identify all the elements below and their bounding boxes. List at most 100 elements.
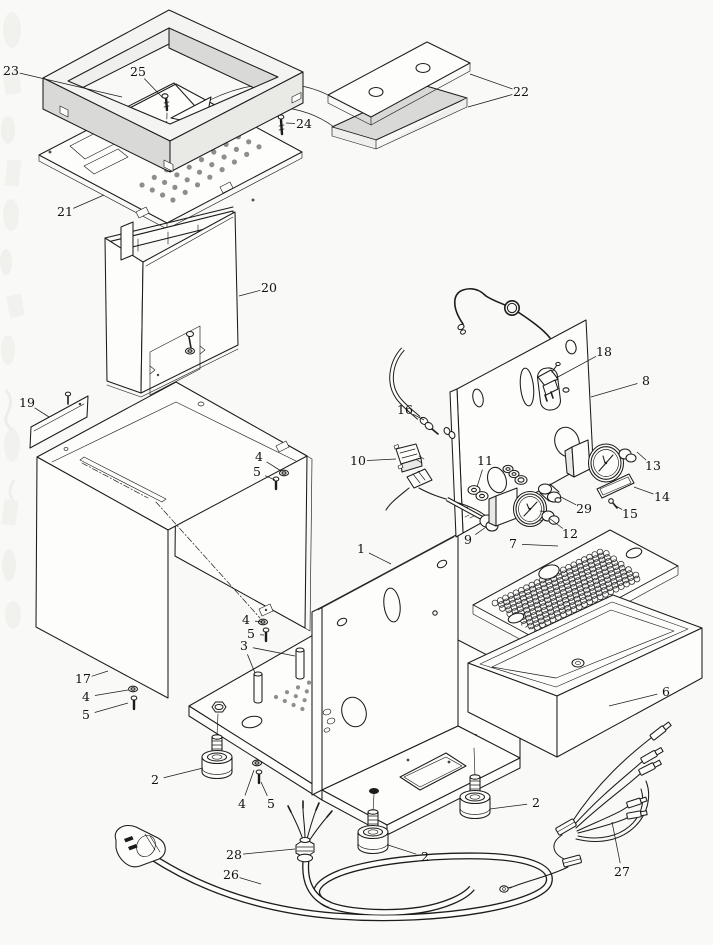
hole bbox=[174, 172, 180, 178]
hole bbox=[524, 588, 531, 595]
hole bbox=[513, 593, 521, 601]
hole bbox=[306, 680, 312, 685]
leader-line-3 bbox=[252, 647, 296, 657]
hole bbox=[517, 586, 525, 594]
hole bbox=[551, 601, 559, 609]
hole bbox=[170, 197, 176, 203]
part-label-9: 9 bbox=[464, 532, 472, 547]
hole bbox=[559, 607, 566, 614]
hole bbox=[587, 557, 594, 565]
leader-line-1 bbox=[368, 552, 392, 565]
hole bbox=[605, 558, 612, 565]
part-17-housing-shell bbox=[35, 381, 313, 699]
hw-pair-top bbox=[272, 469, 290, 491]
hole bbox=[626, 570, 633, 577]
leader-line-2 bbox=[387, 844, 417, 855]
hole bbox=[529, 585, 537, 593]
hole bbox=[572, 591, 580, 599]
hole bbox=[512, 589, 520, 597]
hole bbox=[139, 182, 145, 188]
leader-line-14 bbox=[633, 486, 654, 495]
hole bbox=[531, 616, 539, 623]
hole bbox=[550, 598, 558, 605]
hole bbox=[540, 603, 547, 610]
hole bbox=[273, 694, 279, 700]
part-label-11: 11 bbox=[477, 453, 493, 468]
hole bbox=[509, 599, 517, 607]
hole bbox=[574, 599, 582, 607]
hole bbox=[617, 560, 625, 568]
part-label-10: 10 bbox=[350, 453, 366, 468]
hole bbox=[194, 182, 201, 188]
part-label-29: 29 bbox=[576, 501, 592, 516]
watermark bbox=[0, 12, 25, 629]
hole bbox=[597, 552, 605, 560]
hole bbox=[551, 579, 559, 587]
hole bbox=[632, 571, 640, 579]
part-19-rear-plate bbox=[29, 391, 89, 449]
part-label-18: 18 bbox=[596, 344, 612, 359]
hole bbox=[231, 159, 237, 165]
part-2-feet bbox=[201, 713, 491, 854]
hole bbox=[524, 610, 531, 618]
hole bbox=[526, 596, 533, 603]
leader-line-4 bbox=[94, 689, 129, 696]
hole bbox=[628, 578, 636, 585]
hole bbox=[591, 573, 599, 581]
part-label-28: 28 bbox=[226, 847, 242, 862]
hole bbox=[605, 580, 612, 588]
hole bbox=[536, 591, 544, 598]
hole bbox=[560, 611, 567, 618]
part-label-7: 7 bbox=[509, 536, 517, 551]
hole bbox=[590, 592, 598, 599]
hole bbox=[502, 594, 509, 602]
leader-line-24 bbox=[285, 122, 296, 124]
hole bbox=[591, 551, 599, 558]
hole bbox=[556, 577, 564, 584]
leader-line-15 bbox=[613, 504, 623, 510]
hole bbox=[151, 174, 157, 180]
hole bbox=[520, 594, 527, 602]
leader-line-4 bbox=[244, 769, 255, 796]
hole bbox=[522, 602, 529, 610]
hole bbox=[496, 597, 504, 604]
hole bbox=[284, 690, 290, 695]
hw-pair-bottom bbox=[251, 759, 263, 785]
part-22-cover-plates bbox=[327, 41, 471, 150]
part-label-5: 5 bbox=[267, 796, 275, 811]
hole bbox=[515, 601, 523, 608]
hole bbox=[617, 583, 625, 590]
leader-line-22 bbox=[467, 94, 513, 108]
hole bbox=[533, 601, 541, 609]
leader-line-5 bbox=[260, 781, 268, 796]
hole bbox=[572, 569, 580, 576]
hole bbox=[184, 177, 190, 183]
hole bbox=[534, 605, 542, 613]
hole bbox=[552, 583, 560, 591]
part-7-drip-grid bbox=[472, 529, 679, 651]
part-label-5: 5 bbox=[82, 707, 90, 722]
hole bbox=[584, 568, 591, 575]
leader-line-28 bbox=[242, 848, 296, 855]
hole bbox=[532, 620, 540, 627]
hole bbox=[491, 599, 499, 607]
hole bbox=[570, 606, 578, 613]
hole bbox=[546, 582, 553, 589]
hole bbox=[590, 569, 598, 577]
hole bbox=[581, 578, 588, 586]
hole bbox=[531, 593, 539, 601]
hole bbox=[523, 606, 530, 614]
hole bbox=[589, 565, 596, 573]
leader-line-5 bbox=[94, 702, 129, 713]
hole bbox=[633, 575, 641, 583]
hole bbox=[580, 597, 587, 604]
hole bbox=[595, 589, 603, 597]
hole bbox=[618, 564, 626, 572]
hole bbox=[591, 596, 599, 603]
hole bbox=[615, 575, 623, 582]
part-label-14: 14 bbox=[654, 489, 670, 504]
leader-line-4 bbox=[266, 461, 282, 472]
part-label-2: 2 bbox=[151, 772, 159, 787]
hole bbox=[533, 579, 541, 586]
hole bbox=[568, 575, 575, 583]
